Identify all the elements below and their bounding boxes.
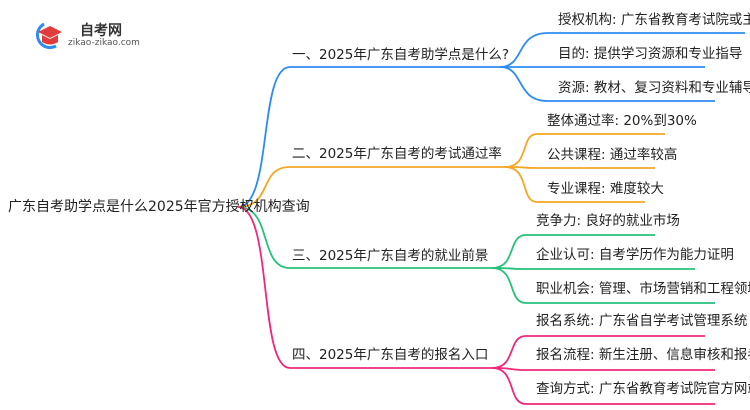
leaf-connector — [491, 267, 695, 270]
leaf-connector — [491, 234, 655, 269]
leaf-connector — [504, 133, 665, 168]
leaf: 竞争力: 良好的就业市场 — [536, 213, 680, 229]
leaf: 整体通过率: 20%到30% — [547, 113, 697, 129]
leaf: 资源: 教材、复习资料和专业辅导 — [558, 80, 750, 96]
branch-connector — [237, 166, 505, 208]
branch-connector — [237, 206, 492, 369]
leaf: 企业认可: 自考学历作为能力证明 — [536, 247, 734, 263]
logo-name: 自考网 — [80, 23, 122, 39]
leaf-connector — [491, 335, 705, 369]
leaf: 报名系统: 广东省自学考试管理系统 — [536, 313, 748, 329]
leaf: 公共课程: 通过率较高 — [547, 147, 678, 163]
branch-2: 二、2025年广东自考的考试通过率 — [292, 146, 502, 162]
branch-1: 一、2025年广东自考助学点是什么? — [292, 47, 510, 63]
leaf-connector — [499, 66, 715, 102]
leaf: 专业课程: 难度较大 — [547, 181, 664, 197]
leaf: 授权机构: 广东省教育考试院或主考高校 — [558, 12, 750, 28]
leaf-connector — [491, 367, 715, 371]
branch-4: 四、2025年广东自考的报名入口 — [292, 347, 489, 363]
site-logo: 自考网 zikao-zikao.com — [30, 20, 140, 50]
leaf: 目的: 提供学习资源和专业指导 — [558, 46, 743, 62]
leaf-connector — [499, 32, 745, 68]
leaf-connector — [491, 267, 715, 304]
leaf: 职业机会: 管理、市场营销和工程领域 — [536, 281, 750, 297]
leaf-connector — [491, 367, 715, 405]
root-topic: 广东自考助学点是什么2025年官方授权机构查询 — [8, 199, 310, 215]
leaf: 查询方式: 广东省教育考试院官方网站 — [536, 381, 750, 397]
leaf: 报名流程: 新生注册、信息审核和报考 — [536, 347, 750, 363]
leaf-connector — [504, 166, 655, 169]
graduation-cap-icon — [35, 22, 62, 50]
leaf-connector — [504, 166, 645, 203]
branch-3: 三、2025年广东自考的就业前景 — [292, 248, 489, 264]
logo-url: zikao-zikao.com — [68, 38, 140, 48]
branch-connector — [237, 66, 500, 208]
branch-connector — [237, 206, 492, 269]
